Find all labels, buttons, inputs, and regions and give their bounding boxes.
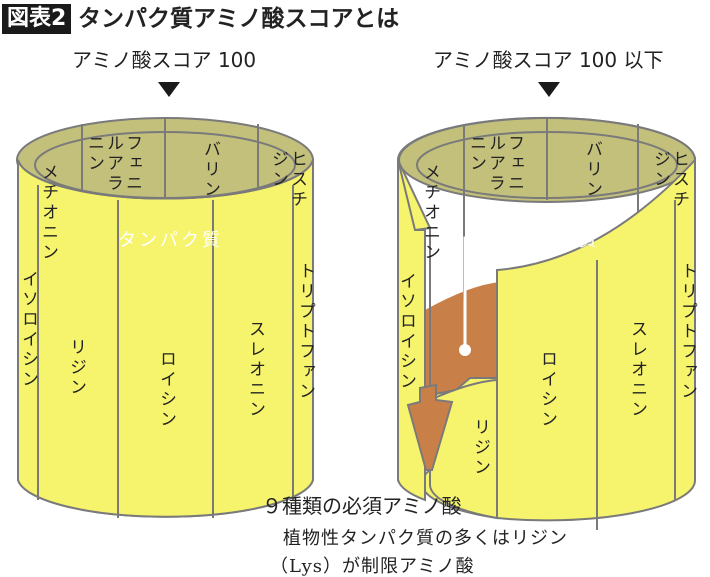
right-label-protein: タンパク質	[495, 230, 600, 251]
caption-line-2: （Lys）が制限アミノ酸	[270, 556, 475, 577]
lysine-leak-arrow-icon	[406, 383, 454, 471]
right-label-thr: スレオニン	[627, 320, 647, 420]
protein-dot-icon	[459, 344, 471, 356]
left-label-ile: イソロイシン	[18, 270, 38, 390]
left-label-trp: トリプトファン	[295, 262, 315, 402]
caption-line-1: 植物性タンパク質の多くはリジン	[283, 528, 568, 549]
right-label-his: ヒスチジン	[650, 150, 689, 210]
left-label-lys: リジン	[66, 338, 86, 398]
left-label-protein: タンパク質	[118, 230, 223, 251]
left-barrel	[16, 117, 314, 518]
caption-heading: ９種類の必須アミノ酸	[262, 494, 462, 518]
figure-badge: 図表2	[2, 4, 72, 34]
right-label-phe: フェニルアラニン	[466, 134, 524, 194]
right-label-lys: リジン	[470, 418, 490, 478]
left-label-thr: スレオニン	[245, 320, 265, 420]
right-label-met: メチオニン	[420, 163, 440, 263]
left-label-his: ヒスチジン	[268, 150, 307, 210]
figure-title: タンパク質アミノ酸スコアとは	[78, 6, 400, 32]
left-arrow-icon	[158, 82, 180, 97]
left-label-phe: フェニルアラニン	[84, 134, 142, 194]
right-label-leu: ロイシン	[537, 350, 557, 430]
right-heading: アミノ酸スコア 100 以下	[433, 48, 664, 72]
left-label-met: メチオニン	[38, 163, 58, 263]
left-heading: アミノ酸スコア 100	[72, 48, 257, 72]
left-label-val: バリン	[200, 140, 220, 200]
right-label-val: バリン	[582, 140, 602, 200]
left-label-leu: ロイシン	[156, 350, 176, 430]
right-barrel	[397, 116, 697, 530]
right-label-ile: イソロイシン	[396, 272, 416, 392]
right-label-trp: トリプトファン	[677, 262, 697, 402]
right-arrow-icon	[538, 82, 560, 97]
protein-leader-line	[463, 236, 490, 350]
